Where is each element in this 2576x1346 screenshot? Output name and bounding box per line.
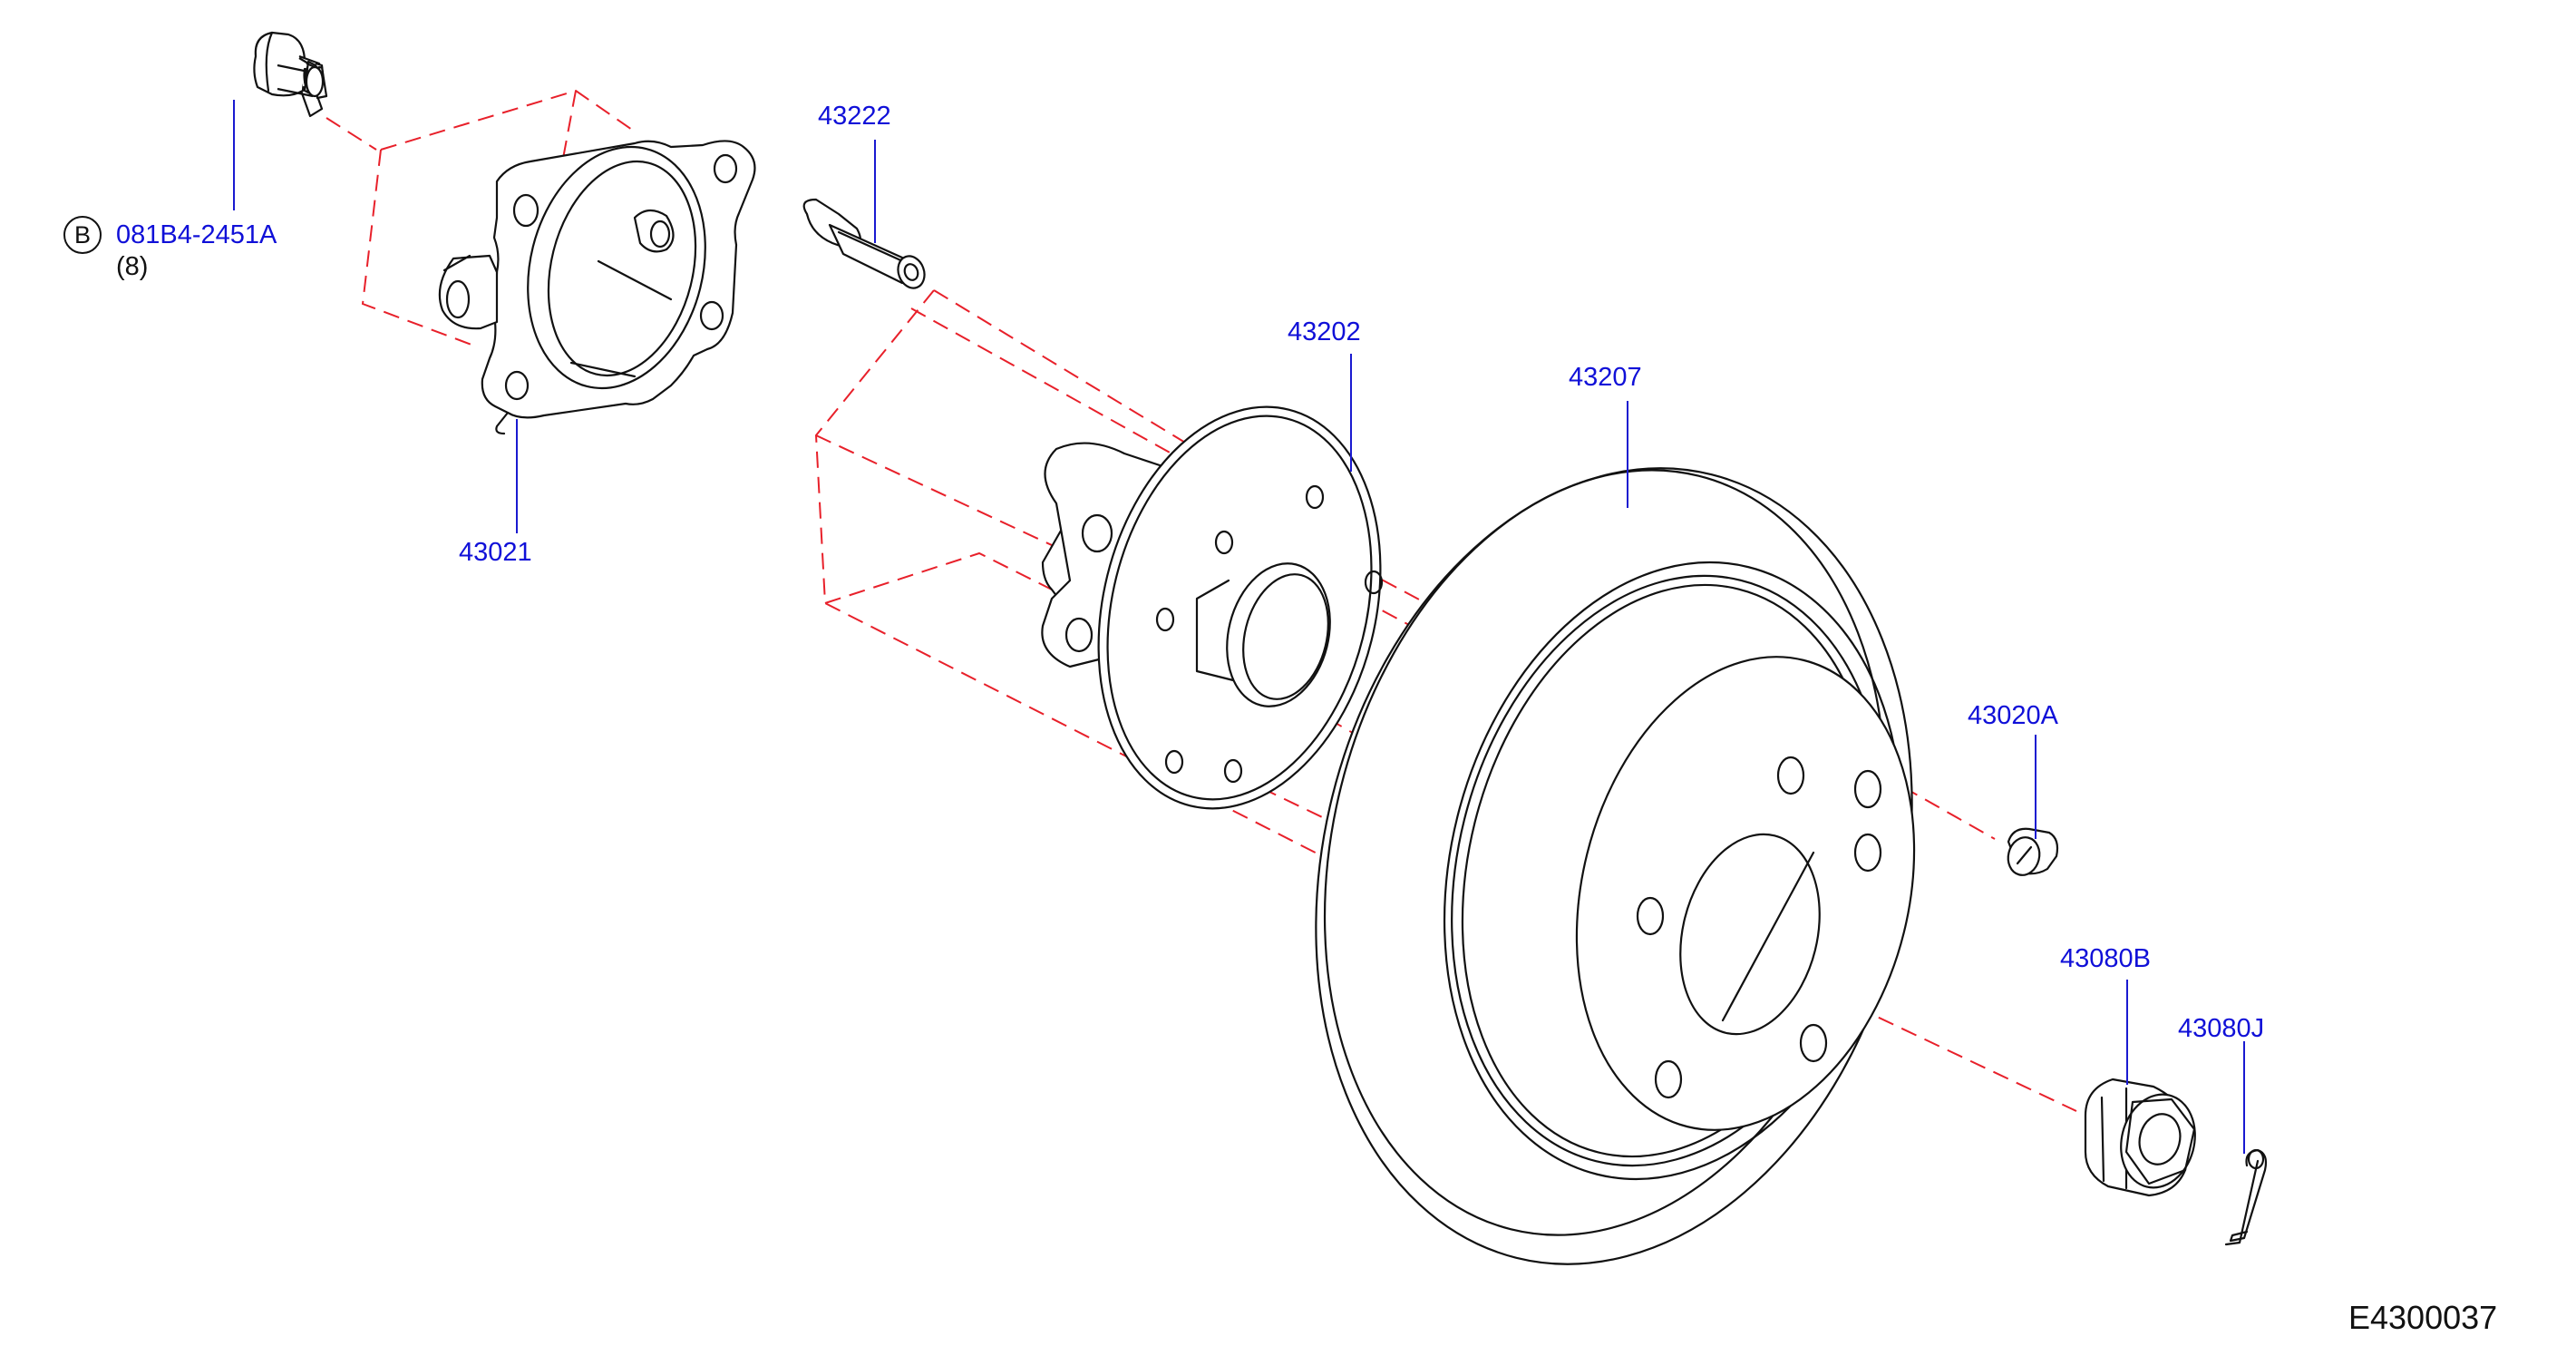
axle-housing-drawing bbox=[438, 140, 756, 435]
hub-nut-drawing bbox=[2084, 1078, 2196, 1197]
part-number-43222[interactable]: 43222 bbox=[818, 102, 891, 131]
part-number-43207[interactable]: 43207 bbox=[1569, 363, 1642, 392]
figure-code: E4300037 bbox=[2348, 1299, 2498, 1336]
part-number-43021[interactable]: 43021 bbox=[459, 538, 532, 567]
leader-lines bbox=[233, 100, 2245, 1154]
part-number-081B4-2451A[interactable]: 081B4-2451A bbox=[116, 220, 277, 249]
hub-bolt-drawing bbox=[253, 31, 328, 118]
grease-cap-drawing bbox=[2007, 827, 2059, 876]
bolt-quantity: (8) bbox=[116, 252, 149, 281]
wheel-stud-drawing bbox=[802, 198, 926, 289]
part-number-43080J[interactable]: 43080J bbox=[2178, 1014, 2265, 1043]
part-number-43020A[interactable]: 43020A bbox=[1968, 701, 2058, 730]
bolt-class-badge: B bbox=[63, 216, 102, 254]
part-number-43202[interactable]: 43202 bbox=[1288, 317, 1361, 346]
part-number-43080B[interactable]: 43080B bbox=[2060, 944, 2151, 973]
wheel-hub-drawing bbox=[1041, 405, 1384, 810]
brake-rotor-drawing bbox=[1315, 467, 1916, 1265]
cotter-pin-drawing bbox=[2224, 1148, 2268, 1246]
